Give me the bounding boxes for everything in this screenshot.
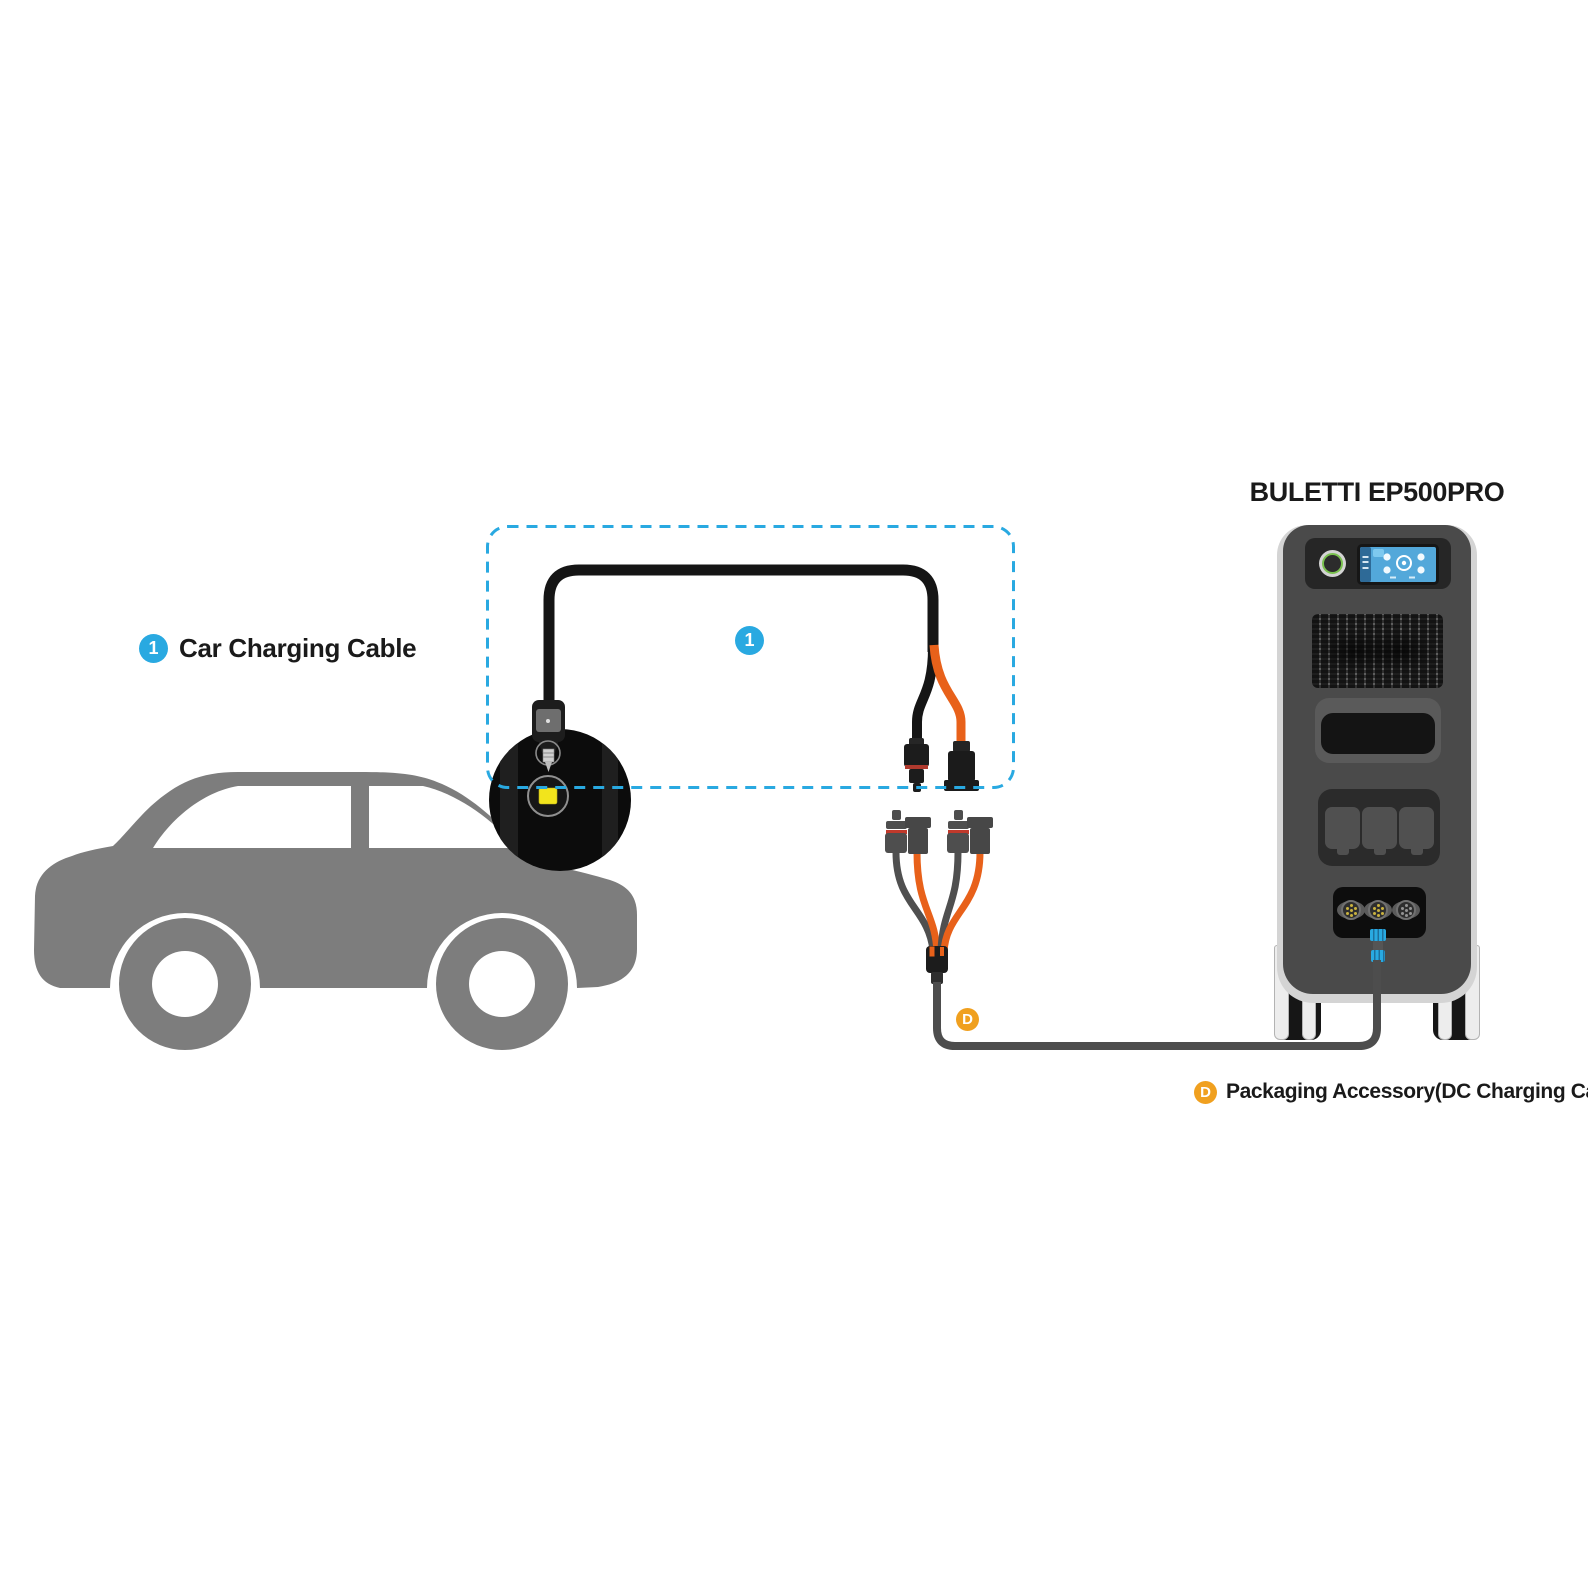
car-body: [34, 772, 637, 988]
car-charging-cable-label: 1 Car Charging Cable: [139, 633, 417, 664]
power-station-icon: [1277, 525, 1477, 1003]
cableD-gray-lead: [937, 851, 962, 951]
cableD-orange-lead: [913, 851, 941, 953]
ac-outlet-icon: [1325, 807, 1360, 849]
socket-highlights: [500, 729, 618, 871]
port-pins: [1376, 908, 1380, 912]
power-button-icon: [1319, 550, 1346, 577]
cableD-orange-lead: [940, 851, 984, 953]
mc4-connector-icon: [904, 738, 929, 792]
dc-accessory-label: D Packaging Accessory(DC Charging Cable): [1194, 1080, 1588, 1104]
dc-port-icon: [1337, 900, 1365, 920]
junction-collar: [931, 972, 943, 984]
lcd-screen-icon: [1357, 544, 1439, 585]
car-front-hub: [469, 951, 535, 1017]
port-pins: [1349, 908, 1353, 912]
fan-vent-grille: [1312, 614, 1443, 688]
dc-input-plug-icon: [1370, 929, 1386, 941]
label-badge-1: 1: [139, 634, 168, 663]
cable1-black-lead: [912, 647, 938, 742]
car-charging-cable: [489, 564, 979, 871]
socket-yellow-contact: [538, 787, 558, 805]
car-rear-hub: [152, 951, 218, 1017]
handle-slot: [1321, 713, 1435, 754]
cigarette-lighter-socket-icon: [489, 729, 631, 871]
dc-port-icon: [1364, 900, 1392, 920]
dashed-callout-box: [486, 525, 1015, 789]
plug-tip-point: [545, 762, 552, 772]
callout-badge-1: 1: [735, 626, 764, 655]
plug-metal-tip: [542, 748, 555, 763]
cigarette-lighter-plug-icon: [532, 700, 565, 772]
car-rear-window: [153, 786, 351, 848]
socket-inner-ring: [527, 775, 569, 817]
plug-gray-band: [536, 709, 561, 732]
car-front-tire: [436, 918, 568, 1050]
socket-circle: [489, 729, 631, 871]
plug-dot: [546, 719, 550, 723]
station-front-face: [1283, 525, 1471, 994]
page-title: BULETTI EP500PRO: [1249, 477, 1505, 507]
cable-junction: [926, 946, 948, 973]
dc-port-icon: [1392, 900, 1420, 920]
car-rear-tire: [119, 918, 251, 1050]
callout-badge-d: D: [956, 1008, 979, 1031]
mc4-connector-icon: [947, 810, 969, 853]
plug-entry-ring: [535, 740, 561, 766]
mc4-connector-icon: [885, 810, 907, 853]
dc-input-plug-body: [1373, 941, 1383, 950]
plug-neck: [538, 740, 559, 753]
label-badge-d: D: [1194, 1080, 1217, 1104]
port-pins: [1404, 908, 1408, 912]
label-text: Packaging Accessory(DC Charging Cable): [1226, 1080, 1588, 1103]
dc-input-plug-collar: [1371, 950, 1385, 962]
mc4-connector-icon: [905, 817, 931, 854]
junction-orange-stripe: [940, 947, 944, 956]
ac-outlet-icon: [1362, 807, 1397, 849]
plug-body: [532, 700, 565, 742]
label-text: Car Charging Cable: [179, 633, 417, 663]
cable1-orange-lead: [929, 644, 966, 744]
mc4-connector-icon: [944, 741, 979, 791]
handle-recess: [1315, 698, 1441, 763]
car-front-window: [369, 786, 516, 848]
junction-orange-stripe: [929, 946, 935, 957]
screen-graphics: [1360, 547, 1436, 582]
mc4-connector-icon: [967, 817, 993, 854]
ac-outlet-icon: [1399, 807, 1434, 849]
ac-outlet-panel: [1318, 789, 1440, 866]
car-silhouette-icon: [34, 772, 637, 1050]
cableD-gray-lead: [892, 851, 937, 951]
control-panel: [1305, 538, 1451, 589]
